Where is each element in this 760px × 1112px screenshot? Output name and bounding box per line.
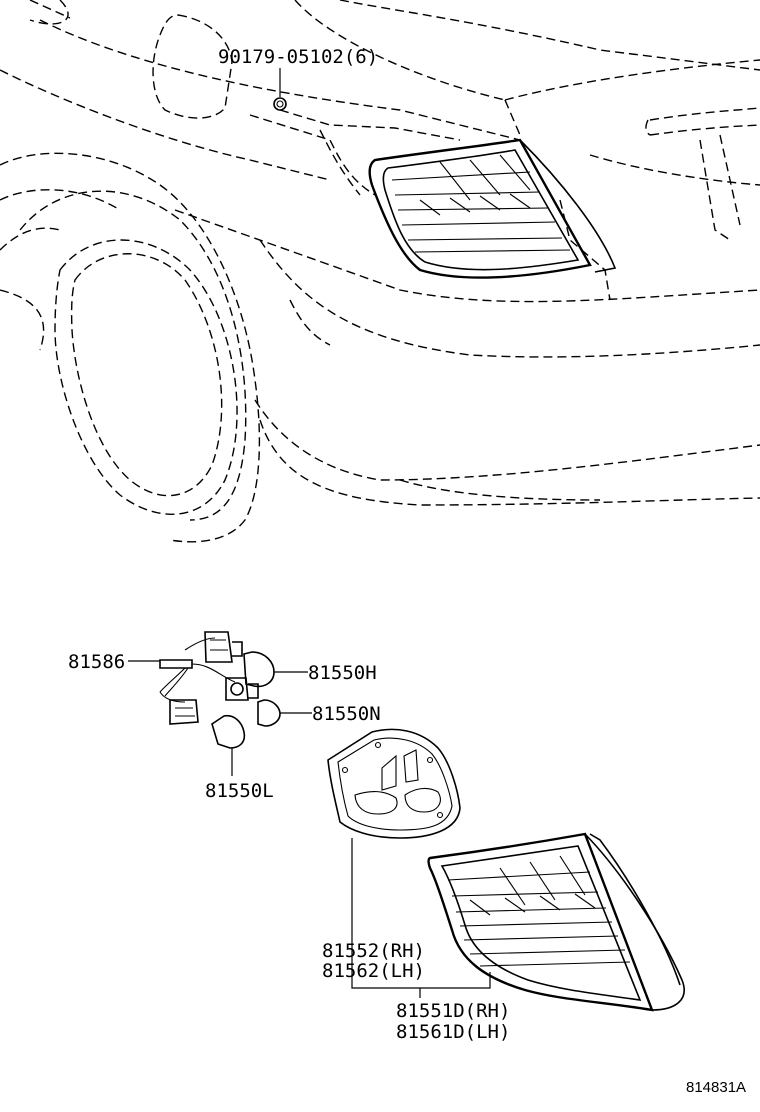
socket-wire-part-number: 81586 [68, 651, 125, 673]
bolt-part-number: 90179-05102(6) [218, 46, 378, 68]
bulb-h-icon [243, 651, 308, 688]
bulb-n-icon [257, 699, 312, 727]
gasket-lh-part-number: 81562(LH) [322, 960, 425, 982]
bulb-n-part-number: 81550N [312, 703, 381, 725]
gasket-rh-part-number: 81552(RH) [322, 940, 425, 962]
bulb-l-part-number: 81550L [205, 780, 274, 802]
gasket-icon [327, 728, 461, 839]
installed-tail-lamp [368, 138, 617, 279]
lamp-lh-part-number: 81561D(LH) [396, 1021, 510, 1043]
lamp-rh-part-number: 81551D(RH) [396, 1000, 510, 1022]
vehicle-body-outline [0, 0, 760, 543]
tail-lamp-assembly-icon [427, 832, 685, 1012]
illustration-id: 814831A [686, 1079, 746, 1096]
socket-and-wire-assembly [159, 631, 259, 725]
bolt-icon [273, 68, 287, 111]
bulb-h-part-number: 81550H [308, 662, 377, 684]
bulb-l-icon [211, 714, 246, 776]
